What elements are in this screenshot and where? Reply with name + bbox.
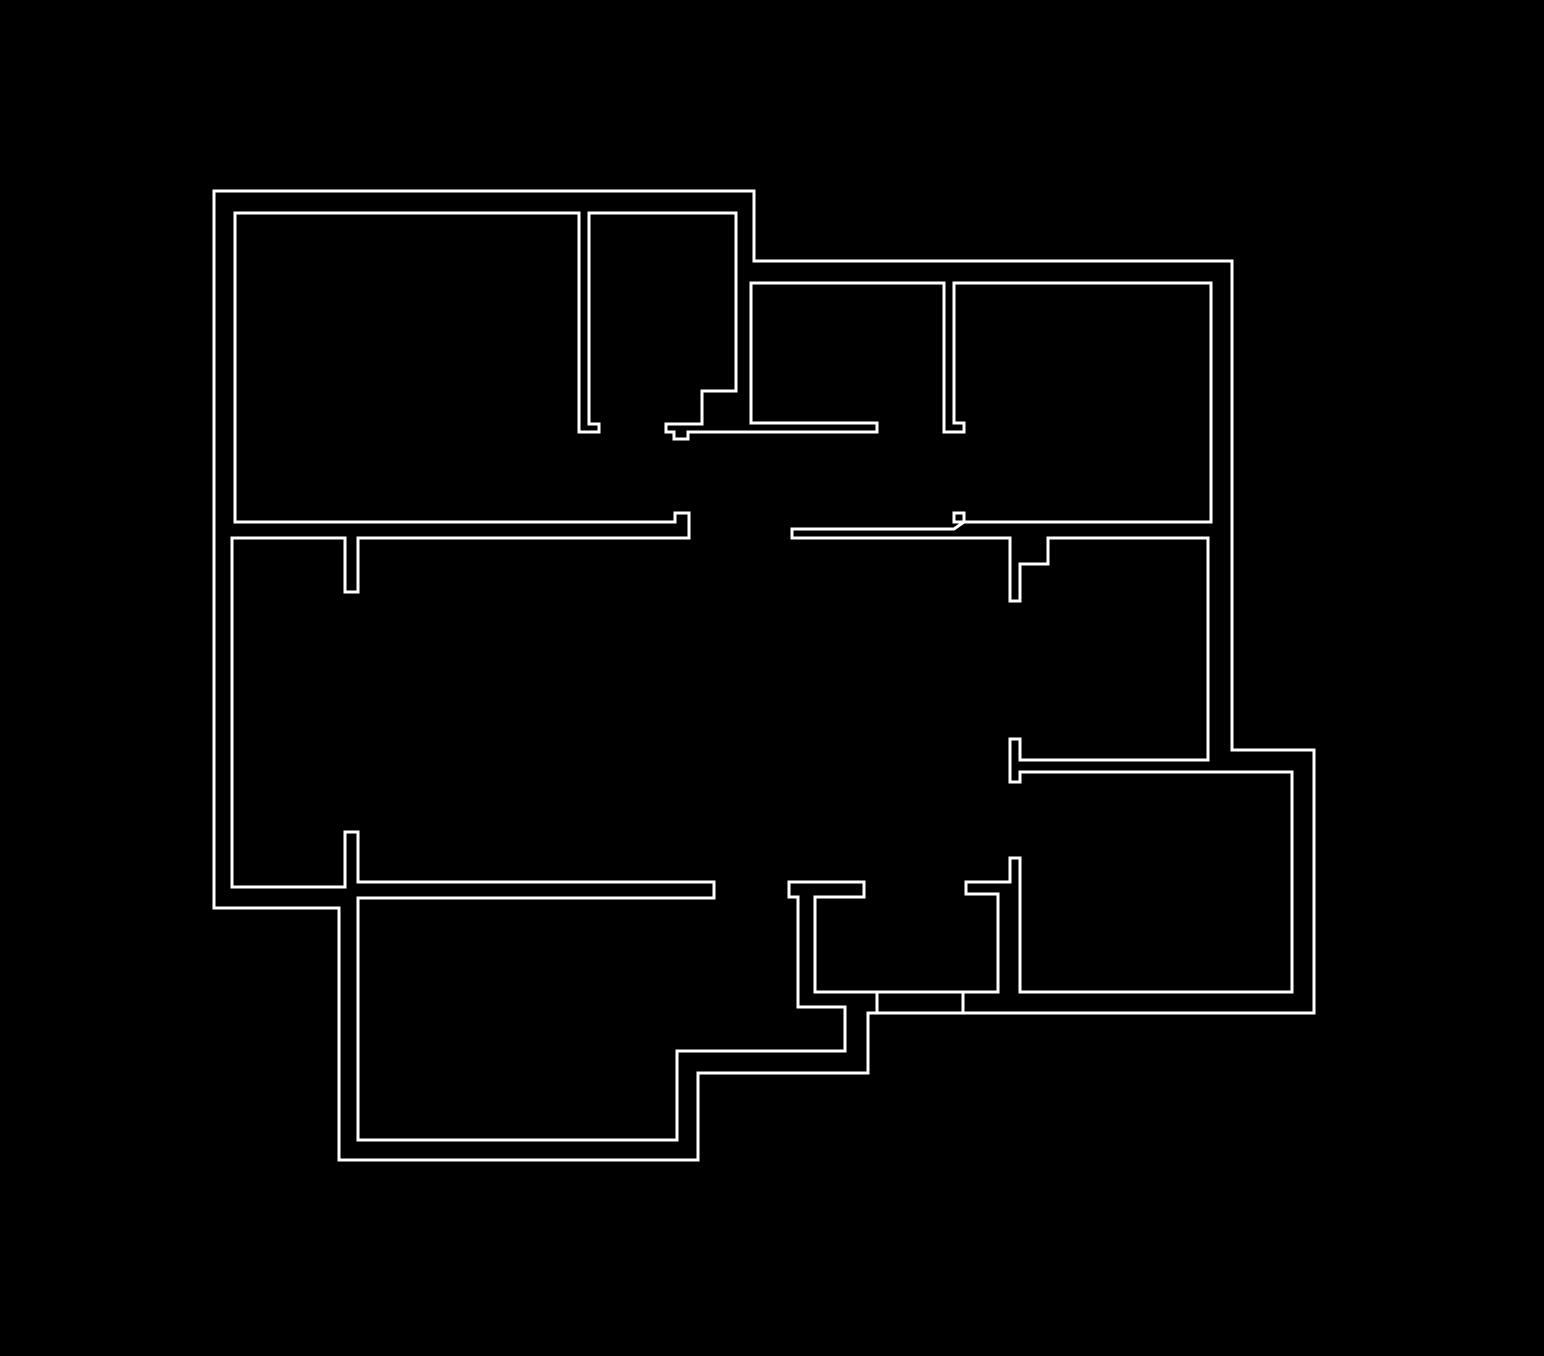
outer-wall [212,189,1316,1162]
wall-outlines [212,189,1316,1162]
room-top-left [230,211,1294,1142]
